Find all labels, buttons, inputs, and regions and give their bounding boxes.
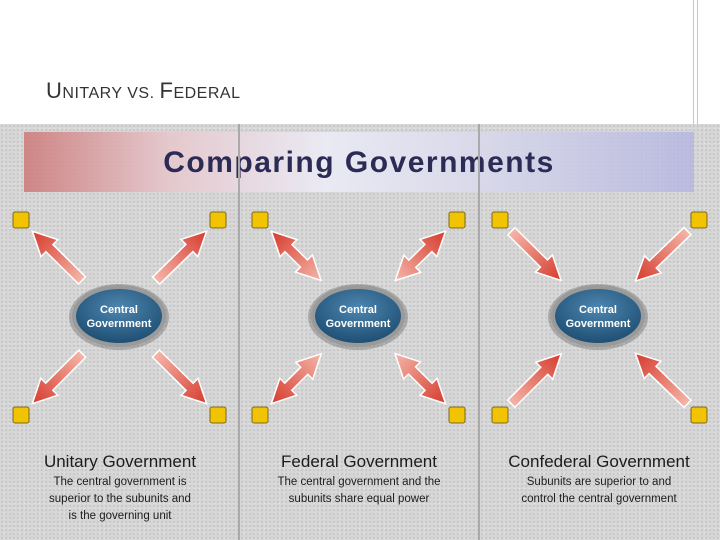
slide-title-part: F [159, 78, 174, 103]
center-label-line1: Central [339, 304, 377, 316]
subunit-square [448, 211, 466, 229]
description-line: Subunits are superior to and [526, 476, 672, 488]
slide-title-part: NITARY VS. [62, 85, 160, 102]
arrow [31, 230, 87, 286]
description-line: The central government and the [277, 476, 441, 488]
center-oval [315, 289, 401, 343]
subunit-square [12, 406, 30, 424]
unitary-title: Unitary Government [43, 452, 197, 471]
slide-title-part: EDERAL [173, 85, 241, 102]
description-line: control the central government [521, 493, 677, 505]
federal-description: The central government and the subunits … [248, 474, 470, 508]
panel-divider [238, 124, 240, 540]
description-line: is the governing unit [68, 510, 172, 522]
subunit-square [209, 211, 227, 229]
arrow [393, 352, 447, 405]
subunit-square [690, 211, 708, 229]
arrow [151, 230, 208, 286]
arrow [506, 352, 563, 409]
center-oval [76, 289, 162, 343]
description-line: The central government is [53, 476, 187, 488]
arrow [151, 348, 208, 405]
arrow [393, 230, 447, 282]
center-label-line1: Central [100, 304, 138, 316]
confederal-title: Confederal Government [508, 452, 690, 471]
center-label-line2: Government [87, 318, 152, 330]
subunit-square [251, 211, 269, 229]
panel-divider [478, 124, 480, 540]
federal-title: Federal Government [281, 452, 437, 471]
diagram-heading: Comparing Governments [163, 146, 555, 179]
subunit-square [209, 406, 227, 424]
center-label-line2: Government [566, 318, 631, 330]
slide-title-part: U [46, 78, 63, 103]
arrow [270, 230, 323, 282]
center-label-line2: Government [326, 318, 391, 330]
description-line: superior to the subunits and [49, 493, 191, 505]
subunit-square [12, 211, 30, 229]
confederal-description: Subunits are superior to and control the… [484, 474, 714, 508]
subunit-square [491, 211, 509, 229]
subunit-square [448, 406, 466, 424]
subunit-square [251, 406, 269, 424]
description-line: subunits share equal power [288, 493, 430, 505]
arrow [506, 226, 563, 282]
slide-title: UNITARY VS. FEDERAL [46, 78, 240, 104]
arrow [31, 349, 87, 405]
subunit-square [491, 406, 509, 424]
center-label-line1: Central [579, 304, 617, 316]
arrow [634, 352, 693, 409]
arrow [634, 226, 692, 283]
unitary-description: The central government is superior to th… [10, 474, 230, 525]
arrow [270, 352, 323, 405]
subunit-square [690, 406, 708, 424]
center-oval [555, 289, 641, 343]
diagram-banner: Comparing Governments [24, 132, 694, 192]
